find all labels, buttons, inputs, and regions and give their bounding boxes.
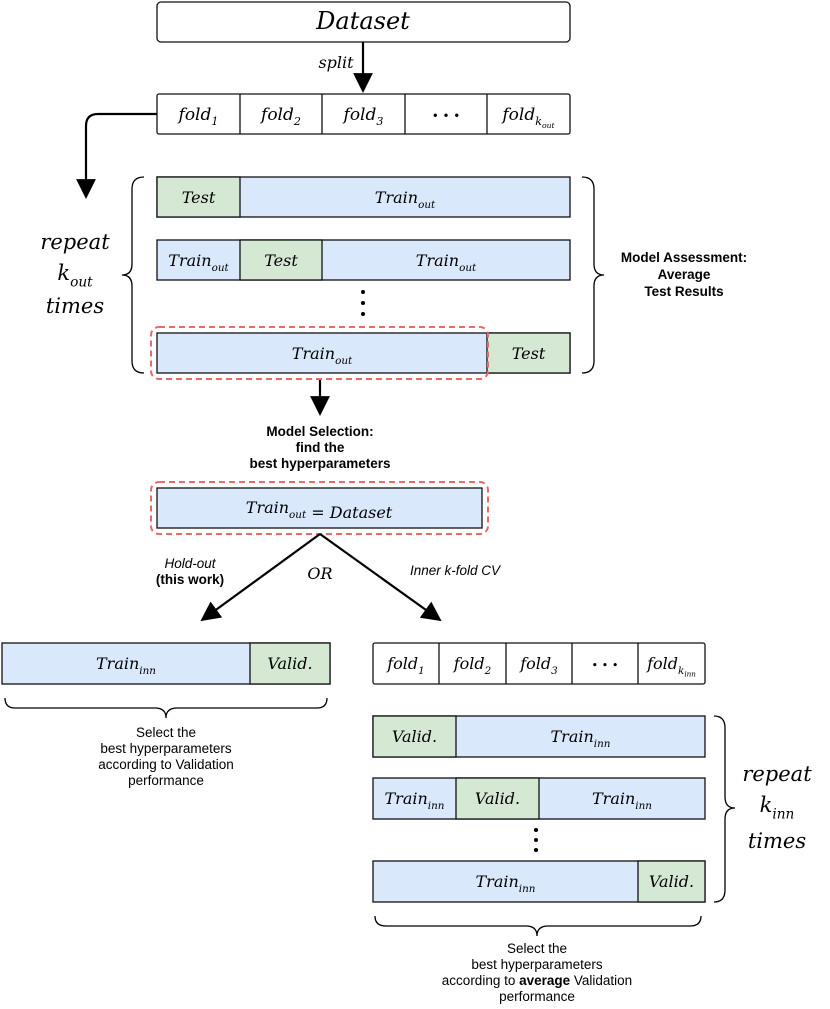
outer-row-cell-label: Test bbox=[182, 188, 216, 207]
outer-row-cell-label: Trainout bbox=[292, 344, 353, 367]
repeat-outer-label: repeat kout times bbox=[40, 230, 110, 318]
or-label: OR bbox=[307, 564, 332, 583]
dataset-label: Dataset bbox=[315, 7, 410, 35]
model-selection-label: Model Selection: find the best hyperpara… bbox=[249, 424, 390, 471]
selected-train-highlight bbox=[150, 326, 489, 380]
inner-row-cell-label: Traininn bbox=[476, 872, 536, 895]
repeat-outer-word: repeat bbox=[40, 230, 110, 254]
outer-row-1-test-cell bbox=[156, 176, 241, 218]
outer-row-2 bbox=[156, 239, 571, 281]
ellipsis-dot bbox=[361, 312, 365, 316]
inner-cv-arrow bbox=[319, 533, 442, 622]
model-assessment-label: Model Assessment: Average Test Results bbox=[621, 250, 747, 299]
inner-folds-row bbox=[372, 642, 706, 685]
repeat-inner-word: repeat bbox=[742, 762, 812, 786]
inner-row-2-valid-cell bbox=[455, 777, 540, 820]
inner-row-cell-label: Traininn bbox=[592, 789, 652, 812]
ellipsis-dot bbox=[361, 290, 365, 294]
inner-right-brace bbox=[713, 715, 736, 903]
outer-fold-label: fold2 bbox=[259, 105, 301, 128]
inner-caption-line-4: performance bbox=[499, 989, 575, 1004]
repeat-inner-label: repeat kinn times bbox=[742, 762, 812, 853]
holdout-arrow bbox=[200, 533, 321, 622]
inner-caption-line-2: best hyperparameters bbox=[471, 957, 603, 972]
selection-line-3: best hyperparameters bbox=[249, 456, 390, 471]
inner-row-cell-label: Traininn bbox=[551, 727, 611, 750]
ellipsis-dot bbox=[534, 838, 538, 842]
holdout-caption-line-3: according to Validation bbox=[98, 757, 234, 772]
outer-row-cell-label: Test bbox=[264, 251, 298, 270]
holdout-cell-label: Valid. bbox=[267, 654, 312, 673]
train-equals-dataset-label: Trainout = Dataset bbox=[246, 498, 393, 522]
outer-left-brace bbox=[121, 176, 145, 374]
inner-fold-label: foldkinn bbox=[646, 654, 696, 679]
holdout-this-work: (this work) bbox=[156, 572, 224, 587]
repeat-inner-count: kinn bbox=[760, 793, 795, 822]
outer-row-2-test-cell bbox=[239, 239, 323, 281]
holdout-caption-line-1: Select the bbox=[136, 725, 196, 740]
holdout-caption-line-4: performance bbox=[128, 773, 204, 788]
assessment-line-2: Average bbox=[658, 267, 711, 282]
inner-cv-label: Inner k-fold CV bbox=[410, 563, 502, 578]
train-equals-dataset-box bbox=[156, 487, 483, 529]
outer-row-cell-label: Test bbox=[512, 344, 546, 363]
inner-row-cell-label: Valid. bbox=[392, 727, 437, 746]
outer-row-3-test-cell bbox=[486, 332, 571, 374]
split-label: split bbox=[318, 53, 354, 72]
holdout-bottom-brace bbox=[4, 697, 328, 719]
inner-bottom-brace bbox=[374, 915, 702, 937]
assessment-line-1: Model Assessment: bbox=[621, 250, 747, 265]
outer-fold-label: fold1 bbox=[177, 105, 219, 128]
inner-caption-line-1: Select the bbox=[507, 941, 567, 956]
inner-row-cell-label: Valid. bbox=[649, 872, 694, 891]
inner-fold-label: fold3 bbox=[519, 654, 558, 677]
outer-fold-label: fold3 bbox=[342, 105, 384, 128]
outer-row-cell-label: Trainout bbox=[416, 251, 477, 274]
inner-row-cell-label: Valid. bbox=[475, 789, 520, 808]
holdout-caption-line-2: best hyperparameters bbox=[100, 741, 232, 756]
repeat-outer-arrow bbox=[76, 112, 157, 199]
inner-fold-label: • • • bbox=[592, 659, 619, 672]
inner-folds-frame bbox=[372, 642, 706, 685]
inner-row-cell-label: Traininn bbox=[385, 789, 445, 812]
inner-row-1-valid-cell bbox=[372, 715, 457, 758]
inner-row-3-valid-cell bbox=[637, 860, 706, 903]
holdout-valid-cell bbox=[249, 642, 331, 685]
inner-caption: Select the best hyperparameters accordin… bbox=[442, 941, 632, 1004]
ellipsis-dot bbox=[534, 848, 538, 852]
repeat-outer-count: kout bbox=[57, 261, 93, 290]
outer-fold-label: foldkout bbox=[500, 105, 555, 130]
repeat-inner-times: times bbox=[748, 829, 806, 853]
selection-line-2: find the bbox=[296, 440, 345, 455]
inner-fold-label: fold1 bbox=[386, 654, 425, 677]
inner-fold-label: fold2 bbox=[453, 654, 492, 677]
outer-right-brace bbox=[581, 176, 605, 374]
assessment-line-3: Test Results bbox=[644, 284, 723, 299]
outer-fold-label: • • • bbox=[432, 109, 461, 123]
holdout-caption: Select the best hyperparameters accordin… bbox=[98, 725, 234, 788]
holdout-cell-label: Traininn bbox=[96, 654, 156, 677]
repeat-outer-times: times bbox=[46, 294, 104, 318]
holdout-label: Hold-out bbox=[164, 556, 216, 571]
ellipsis-dot bbox=[534, 828, 538, 832]
inner-caption-line-3: according to average Validation bbox=[442, 973, 632, 988]
outer-row-cell-label: Trainout bbox=[375, 188, 436, 211]
outer-row-cell-label: Trainout bbox=[168, 251, 229, 274]
ellipsis-dot bbox=[361, 301, 365, 305]
selection-line-1: Model Selection: bbox=[266, 424, 373, 439]
